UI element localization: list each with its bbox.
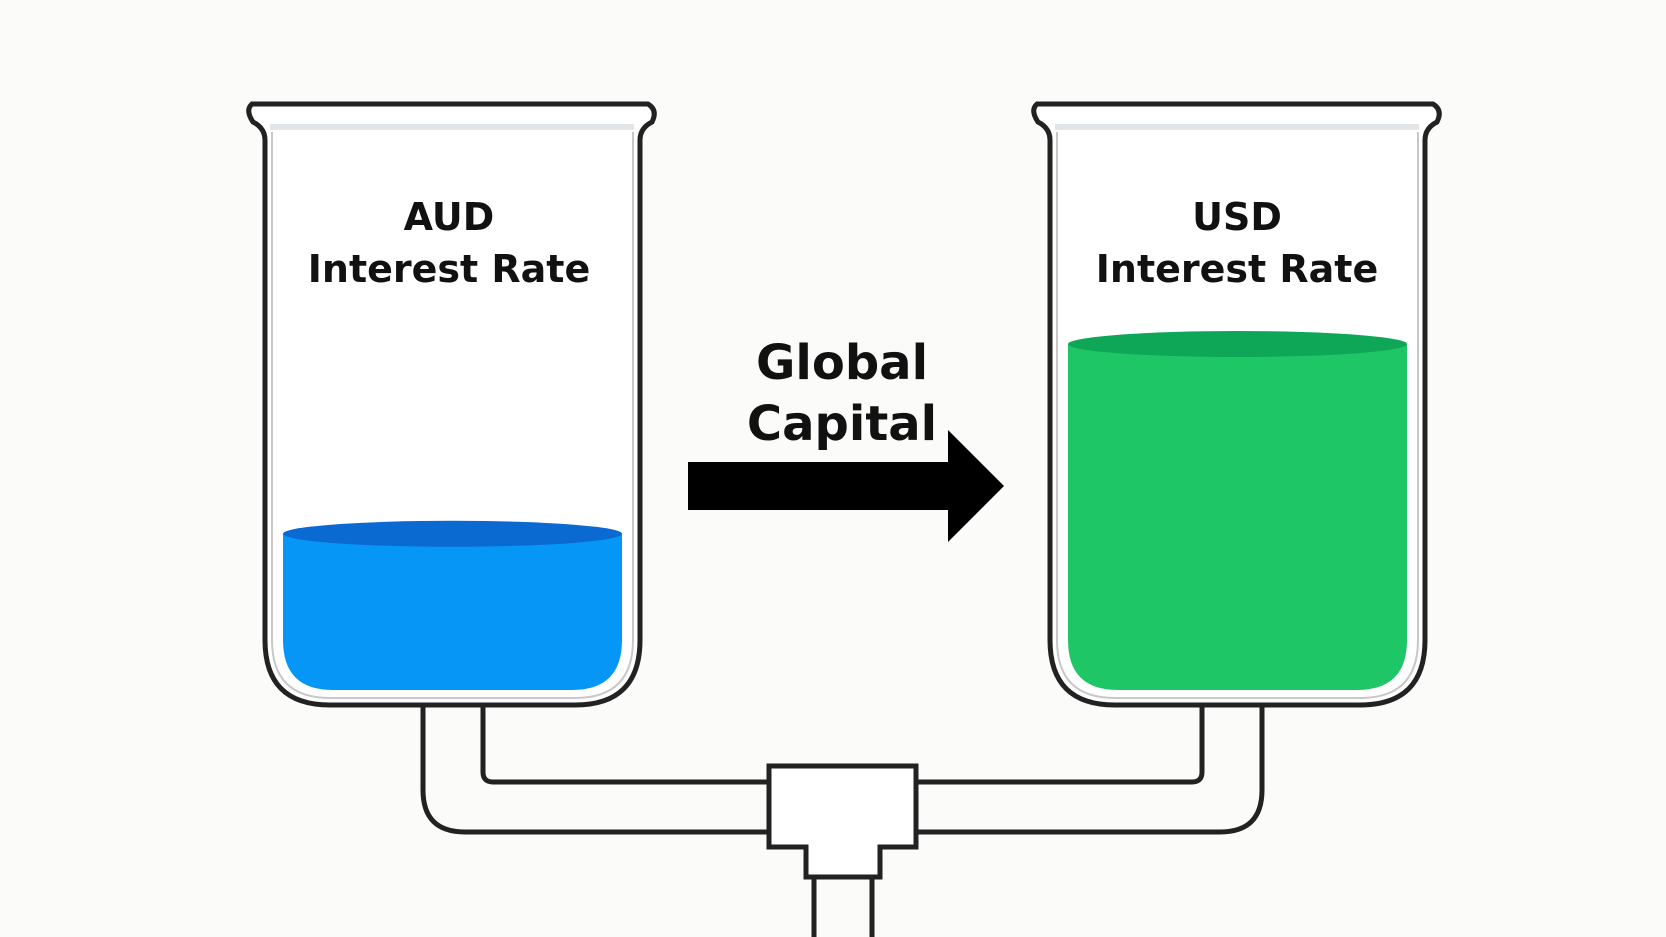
capital-flow-arrow: Global Capital — [688, 335, 1004, 542]
left-pipe-outer-wall — [420, 705, 775, 835]
aud-currency-label: AUD — [404, 195, 495, 239]
connecting-pipe — [420, 705, 1265, 937]
right-pipe-inner-wall — [914, 705, 1205, 785]
right-pipe-outer-wall — [914, 705, 1265, 835]
usd-liquid — [1068, 344, 1407, 690]
usd-beaker-inner-wall — [1056, 132, 1419, 699]
aud-beaker-inner-wall — [271, 132, 634, 699]
usd-interest-rate-label: Interest Rate — [1096, 247, 1379, 291]
usd-beaker: USD Interest Rate — [1031, 101, 1442, 708]
aud-liquid — [283, 533, 622, 690]
flow-label-line2: Capital — [747, 396, 937, 452]
usd-currency-label: USD — [1192, 195, 1282, 239]
usd-liquid-surface — [1068, 331, 1407, 358]
tee-junction — [766, 763, 919, 880]
aud-beaker: AUD Interest Rate — [246, 101, 657, 708]
arrow-right-icon — [688, 430, 1004, 542]
aud-liquid-surface — [283, 520, 622, 547]
left-pipe-inner-wall — [480, 705, 775, 785]
aud-interest-rate-label: Interest Rate — [308, 247, 591, 291]
flow-label-line1: Global — [756, 335, 928, 391]
